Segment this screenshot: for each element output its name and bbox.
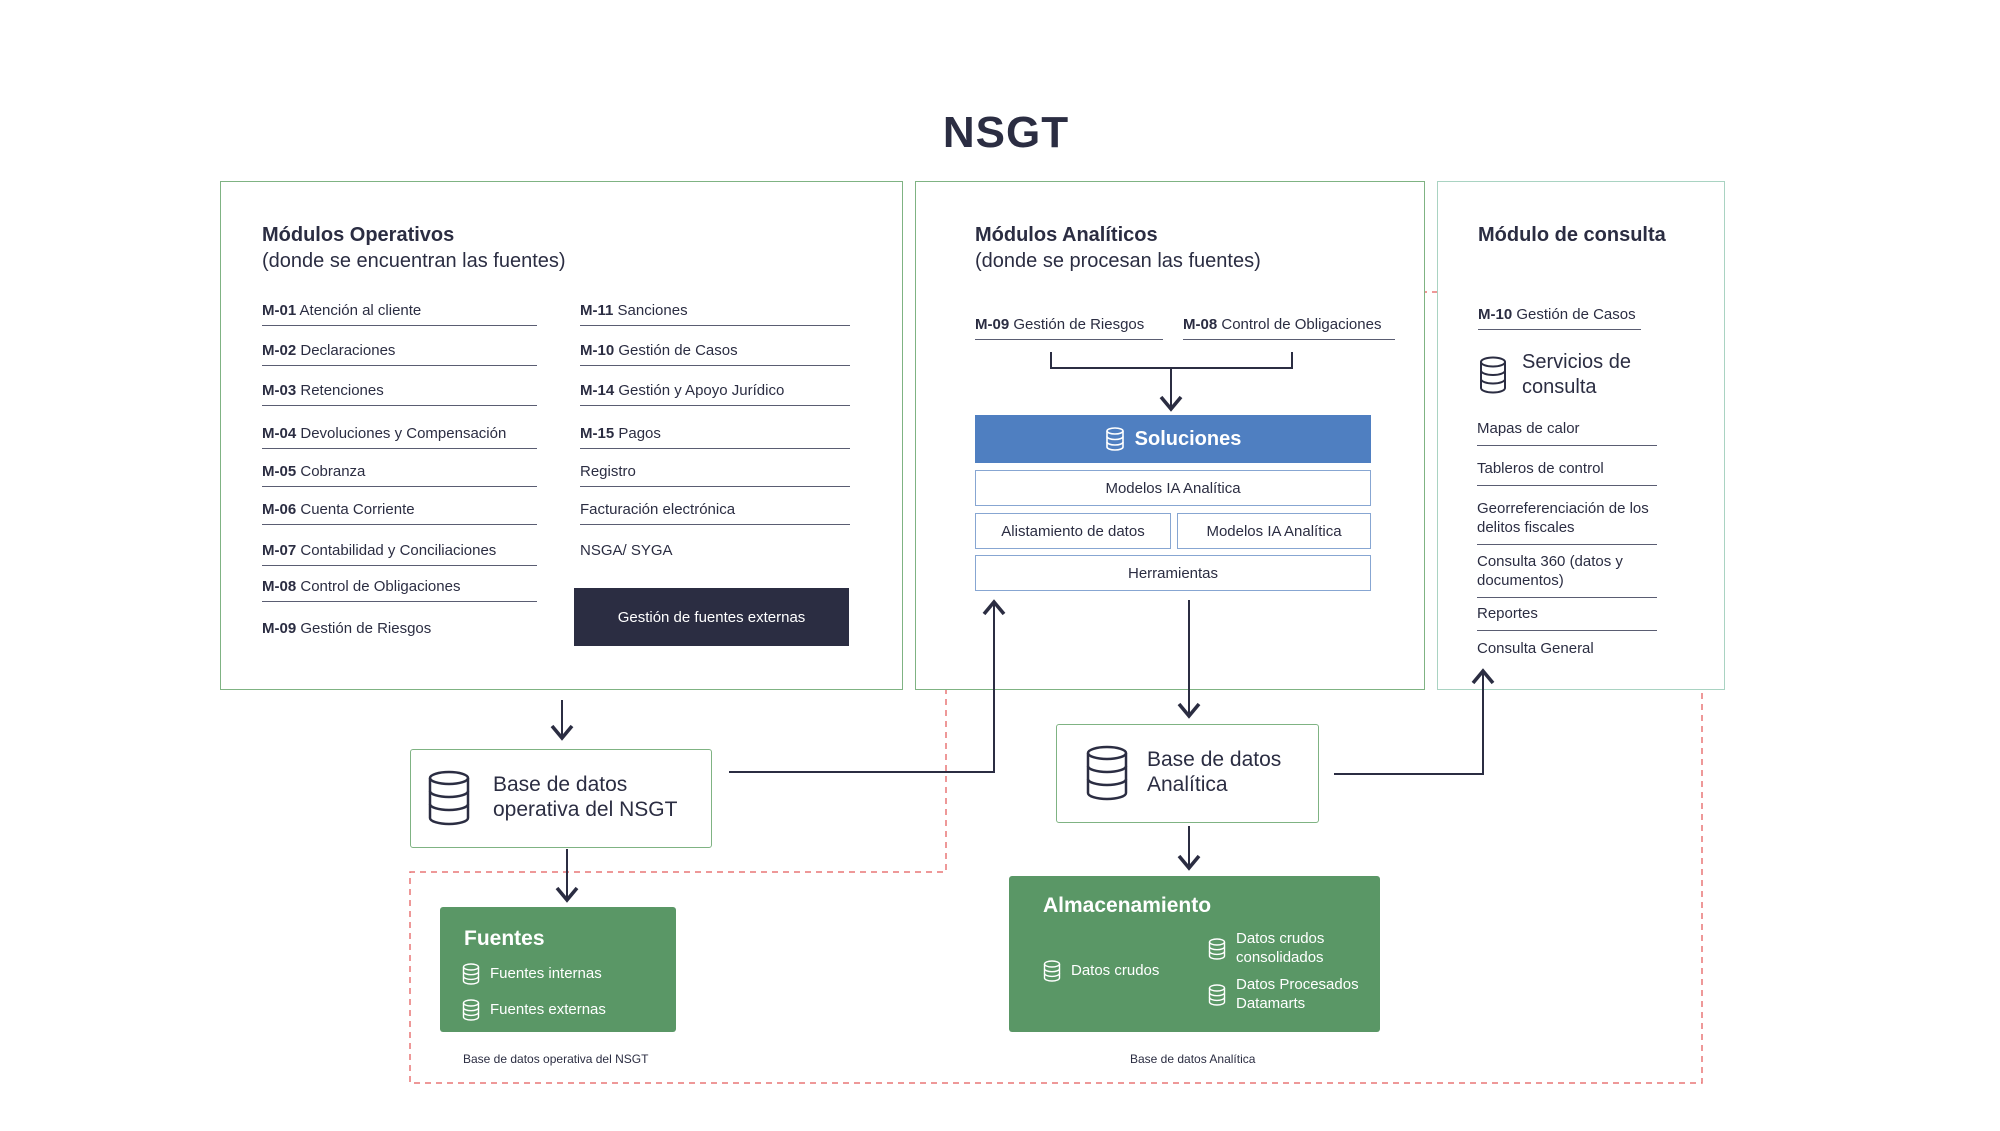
modelos-ia-box-2: Modelos IA Analítica bbox=[1177, 513, 1371, 549]
arrow-db-to-herramientas bbox=[729, 599, 1006, 773]
alistamiento-box: Alistamiento de datos bbox=[975, 513, 1171, 549]
database-icon bbox=[1043, 960, 1061, 982]
database-icon bbox=[1105, 427, 1124, 451]
operativo-module-item: Facturación electrónica bbox=[580, 501, 850, 525]
fuentes-externas: Fuentes externas bbox=[462, 999, 606, 1021]
database-icon bbox=[462, 963, 480, 985]
datos-crudos: Datos crudos bbox=[1043, 960, 1159, 982]
database-icon bbox=[1208, 938, 1226, 960]
herramientas-box: Herramientas bbox=[975, 555, 1371, 591]
operativo-module-item: M-01 Atención al cliente bbox=[262, 302, 537, 326]
analitico-mod-m08: M-08 Control de Obligaciones bbox=[1183, 316, 1395, 340]
servicios-label: Servicios de consulta bbox=[1522, 351, 1631, 398]
consulta-item: Reportes bbox=[1477, 605, 1657, 631]
fuentes-internas: Fuentes internas bbox=[462, 963, 602, 985]
fuentes-caption: Base de datos operativa del NSGT bbox=[463, 1052, 649, 1066]
database-icon bbox=[428, 770, 470, 826]
operativo-module-item: M-10 Gestión de Casos bbox=[580, 342, 850, 366]
diagram-title: NSGT bbox=[942, 108, 1070, 157]
operativos-subtitle: (donde se encuentran las fuentes) bbox=[262, 250, 566, 272]
db-analitica-label: Base de datos Analítica bbox=[1147, 748, 1282, 797]
operativo-module-item: M-02 Declaraciones bbox=[262, 342, 537, 366]
database-icon bbox=[1480, 356, 1506, 394]
database-icon bbox=[1208, 984, 1226, 1006]
operativo-module-item: M-15 Pagos bbox=[580, 425, 850, 449]
datos-procesados: Datos Procesados Datamarts bbox=[1208, 976, 1366, 1014]
modelos-ia-box: Modelos IA Analítica bbox=[975, 470, 1371, 506]
database-icon bbox=[462, 999, 480, 1021]
operativo-module-item: M-11 Sanciones bbox=[580, 302, 850, 326]
operativo-module-item: M-08 Control de Obligaciones bbox=[262, 578, 537, 602]
operativo-module-item: M-06 Cuenta Corriente bbox=[262, 501, 537, 525]
db-analitica-box: Base de datos Analítica bbox=[1056, 724, 1319, 823]
almacenamiento-title: Almacenamiento bbox=[1043, 894, 1212, 917]
consulta-item: Consulta 360 (datos y documentos) bbox=[1477, 553, 1657, 598]
consulta-item: Georreferenciación de los delitos fiscal… bbox=[1477, 500, 1657, 545]
db-operativa-box: Base de datos operativa del NSGT bbox=[410, 749, 712, 848]
consulta-item: Tableros de control bbox=[1477, 460, 1657, 486]
bracket-connector bbox=[1050, 352, 1293, 369]
analitico-mod-m09: M-09 Gestión de Riesgos bbox=[975, 316, 1163, 340]
operativo-module-item: Registro bbox=[580, 463, 850, 487]
consulta-panel bbox=[1437, 181, 1725, 690]
consulta-title: Módulo de consulta bbox=[1478, 224, 1666, 246]
datos-consolidados: Datos crudos consolidados bbox=[1208, 930, 1346, 968]
operativo-module-item: M-09 Gestión de Riesgos bbox=[262, 620, 432, 637]
servicios-consulta: Servicios de consulta bbox=[1478, 350, 1678, 400]
analiticos-subtitle: (donde se procesan las fuentes) bbox=[975, 250, 1261, 272]
operativo-module-item: M-14 Gestión y Apoyo Jurídico bbox=[580, 382, 850, 406]
operativo-module-item: NSGA/ SYGA bbox=[580, 542, 673, 559]
soluciones-bar: Soluciones bbox=[975, 415, 1371, 463]
consulta-mod-m10: M-10 Gestión de Casos bbox=[1478, 306, 1641, 330]
soluciones-label: Soluciones bbox=[1134, 427, 1242, 450]
fuentes-box: Fuentes Fuentes internas Fuentes externa… bbox=[440, 907, 676, 1032]
consulta-item: Mapas de calor bbox=[1477, 420, 1657, 446]
almacenamiento-box: Almacenamiento Datos crudos Datos crudos… bbox=[1009, 876, 1380, 1032]
operativo-module-item: M-04 Devoluciones y Compensación bbox=[262, 425, 537, 449]
fuentes-title: Fuentes bbox=[464, 927, 545, 950]
db-operativa-label: Base de datos operativa del NSGT bbox=[493, 773, 678, 822]
operativos-title: Módulos Operativos bbox=[262, 224, 455, 246]
almacenamiento-caption: Base de datos Analítica bbox=[1130, 1052, 1256, 1066]
operativo-module-item: M-05 Cobranza bbox=[262, 463, 537, 487]
database-icon bbox=[1086, 745, 1128, 801]
operativo-module-item: M-03 Retenciones bbox=[262, 382, 537, 406]
operativo-module-item: M-07 Contabilidad y Conciliaciones bbox=[262, 542, 537, 566]
consulta-item: Consulta General bbox=[1477, 640, 1594, 657]
arrow-dbanalitica-to-consulta bbox=[1334, 668, 1495, 775]
external-sources-button[interactable]: Gestión de fuentes externas bbox=[574, 588, 849, 646]
analiticos-title: Módulos Analíticos bbox=[975, 224, 1158, 246]
